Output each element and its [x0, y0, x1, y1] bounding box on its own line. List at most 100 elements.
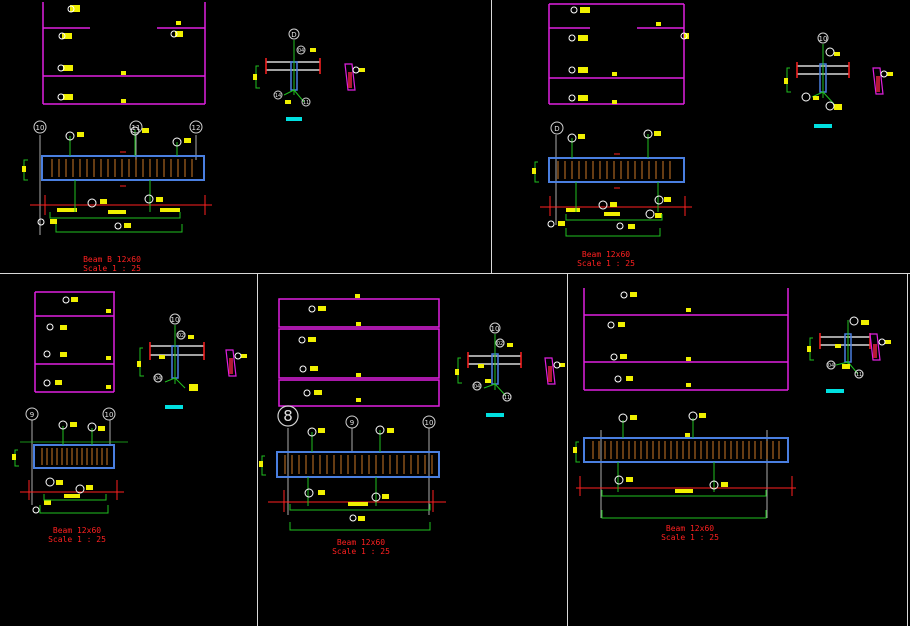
grid-label: 10: [105, 411, 114, 419]
rebar-tag: [70, 5, 80, 12]
panel-1-tags: [62, 5, 183, 103]
panel-4-stirrups: [284, 455, 433, 474]
panel-1-caption-title: Beam B 12x60: [83, 255, 141, 264]
panel-5-caption-scale: Scale 1 : 25: [661, 533, 719, 542]
rebar-tag: [62, 33, 72, 39]
panel-4-rebar-marks: [298, 305, 316, 397]
grid-label: 9: [30, 411, 34, 419]
panel-2-rebar-marks: [568, 6, 688, 102]
rebar-tag: [612, 100, 617, 104]
hook-detail: [544, 357, 556, 385]
rebar-mark: [170, 30, 178, 38]
rebar-tag: [578, 95, 588, 101]
grid-label: 11: [132, 124, 141, 132]
panel-1-caption-scale: Scale 1 : 25: [83, 264, 141, 273]
rebar-tag: [175, 31, 183, 37]
panel-5: [573, 288, 891, 519]
beam-outline: [276, 451, 440, 478]
detail-label: 11: [504, 395, 510, 401]
panel-1-beam-elevation: [22, 126, 212, 235]
panel-2: [532, 3, 893, 237]
rebar-tag: [121, 99, 126, 103]
panel-4-tags: [308, 294, 361, 402]
panel-5-beam-elevation: [573, 411, 796, 519]
panel-3-beam-elevation: [12, 420, 128, 514]
beam-outline: [583, 437, 789, 463]
panel-3-column-detail: [137, 325, 247, 409]
grid-label: D: [554, 125, 559, 133]
panel-2-caption-scale: Scale 1 : 25: [577, 259, 635, 268]
grid-label: 9: [350, 419, 354, 427]
detail-label: 11: [303, 100, 309, 106]
detail-scale-bar: [826, 389, 844, 393]
panel-3-caption-scale: Scale 1 : 25: [48, 535, 106, 544]
detail-label: 04: [474, 384, 480, 390]
panel-5-rebar-marks: [607, 291, 628, 383]
captions: Beam B 12x60 Scale 1 : 25 Beam 12x60 Sca…: [48, 250, 719, 556]
rebar-tag: [612, 72, 617, 76]
panel-5-tags: [618, 292, 691, 387]
grid-label: 10: [425, 419, 434, 427]
hook-detail: [869, 333, 881, 361]
panel-1: [22, 2, 365, 235]
detail-scale-bar: [165, 405, 183, 409]
grid-label: 12: [192, 124, 201, 132]
detail-scale-bar: [814, 124, 832, 128]
panel-2-caption-title: Beam 12x60: [582, 250, 630, 259]
panel-5-caption-title: Beam 12x60: [666, 524, 714, 533]
rebar-mark: [57, 93, 65, 101]
panel-2-column-detail: [784, 44, 893, 128]
rebar-tag: [63, 94, 73, 100]
panel-3-caption-title: Beam 12x60: [53, 526, 101, 535]
grid-bubble-large: [277, 405, 299, 427]
panel-4-caption-scale: Scale 1 : 25: [332, 547, 390, 556]
hook-detail: [872, 67, 884, 95]
detail-label: 02: [497, 341, 503, 347]
panel-5-section-plan: [583, 288, 789, 391]
panel-1-column-detail: [253, 40, 365, 121]
rebar-mark: [58, 32, 66, 40]
panel-2-stirrups: [557, 161, 671, 179]
rebar-mark: [57, 64, 65, 72]
beam-outline: [33, 444, 115, 469]
panel-1-section-plan: [42, 2, 206, 105]
grid-bubbles: [25, 28, 864, 429]
panel-1-rebar-marks: [57, 5, 178, 101]
beam-outline: [41, 155, 205, 181]
detail-label: 14: [275, 93, 281, 99]
grid-label-large: 8: [283, 407, 293, 425]
detail-label: 10: [819, 35, 828, 43]
rebar-tag: [578, 67, 588, 73]
detail-scale-bar: [286, 117, 302, 121]
detail-label: 04: [298, 48, 304, 54]
panel-3-section-plan: [34, 291, 115, 393]
panel-4-caption-title: Beam 12x60: [337, 538, 385, 547]
panel-1-stirrups: [51, 159, 193, 177]
rebar-mark: [67, 5, 75, 13]
grid-label: 10: [36, 124, 45, 132]
rebar-tag: [656, 22, 661, 26]
detail-label: 10: [171, 316, 180, 324]
panel-4-section-plan: [278, 298, 440, 407]
rebar-tag: [578, 35, 588, 41]
panel-3-stirrups: [41, 448, 108, 465]
detail-label: 04: [828, 363, 834, 369]
rebar-tag: [176, 21, 181, 25]
detail-label: 11: [856, 372, 862, 378]
rebar-tag: [63, 65, 73, 71]
panel-5-stirrups: [592, 441, 780, 459]
hook-detail: [225, 349, 237, 377]
detail-label: 10: [491, 325, 500, 333]
panel-4: [259, 294, 565, 531]
panel-3-rebar-marks: [43, 296, 70, 387]
hook-detail: [344, 63, 356, 91]
detail-label: 04: [155, 376, 161, 382]
panel-3: [12, 291, 247, 514]
rebar-tag: [580, 7, 590, 13]
panel-4-column-detail: [455, 334, 565, 417]
detail-label: 02: [178, 333, 184, 339]
panel-4-beam-elevation: [259, 405, 446, 531]
